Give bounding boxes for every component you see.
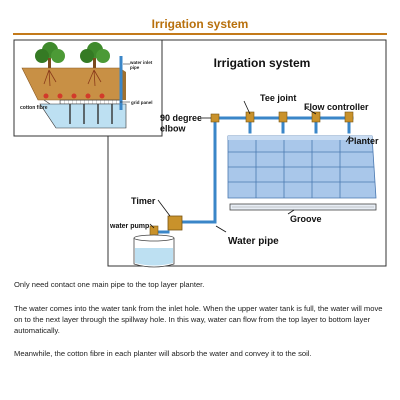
label-elbow: 90 degree elbow	[160, 113, 205, 133]
paragraph-main-pipe: Only need contact one main pipe to the t…	[14, 280, 205, 289]
tree-left	[35, 42, 65, 70]
paragraph-cotton-fibre: Meanwhile, the cotton fibre in each plan…	[14, 349, 312, 358]
label-flow-controller: Flow controller	[304, 102, 369, 112]
label-tee-joint: Tee joint	[260, 93, 296, 103]
diagram-title: Irrigation system	[214, 56, 311, 70]
label-water-pump: water pump	[109, 223, 149, 230]
tree-right	[80, 42, 110, 70]
label-water-pipe: Water pipe	[228, 236, 279, 247]
page-title: Irrigation system	[151, 17, 249, 31]
planter-inset: water inlet pipe cotton fibre grid panel	[13, 39, 163, 137]
paragraph-water-flow: The water comes into the water tank from…	[14, 304, 383, 335]
roots	[43, 69, 102, 87]
groove	[229, 203, 377, 211]
inset-label-water-inlet-pipe: water inlet pipe	[129, 60, 154, 70]
flow-controllers	[245, 111, 354, 123]
label-planter: Planter	[348, 136, 379, 146]
label-groove: Groove	[290, 214, 322, 224]
label-timer: Timer	[131, 196, 156, 206]
irrigation-diagram: water inlet pipe cotton fibre grid panel…	[13, 39, 387, 268]
soil	[21, 67, 121, 101]
title-divider	[13, 33, 387, 35]
water-tank	[133, 234, 175, 268]
cotton-fibre-dots	[43, 93, 105, 99]
inset-label-cotton-fibre: cotton fibre	[20, 105, 48, 111]
planter-wall	[227, 135, 377, 199]
inset-label-grid-panel: grid panel	[131, 100, 153, 105]
timer-box	[167, 215, 183, 231]
grid-panel	[59, 99, 121, 105]
elbow-joint	[210, 113, 220, 123]
